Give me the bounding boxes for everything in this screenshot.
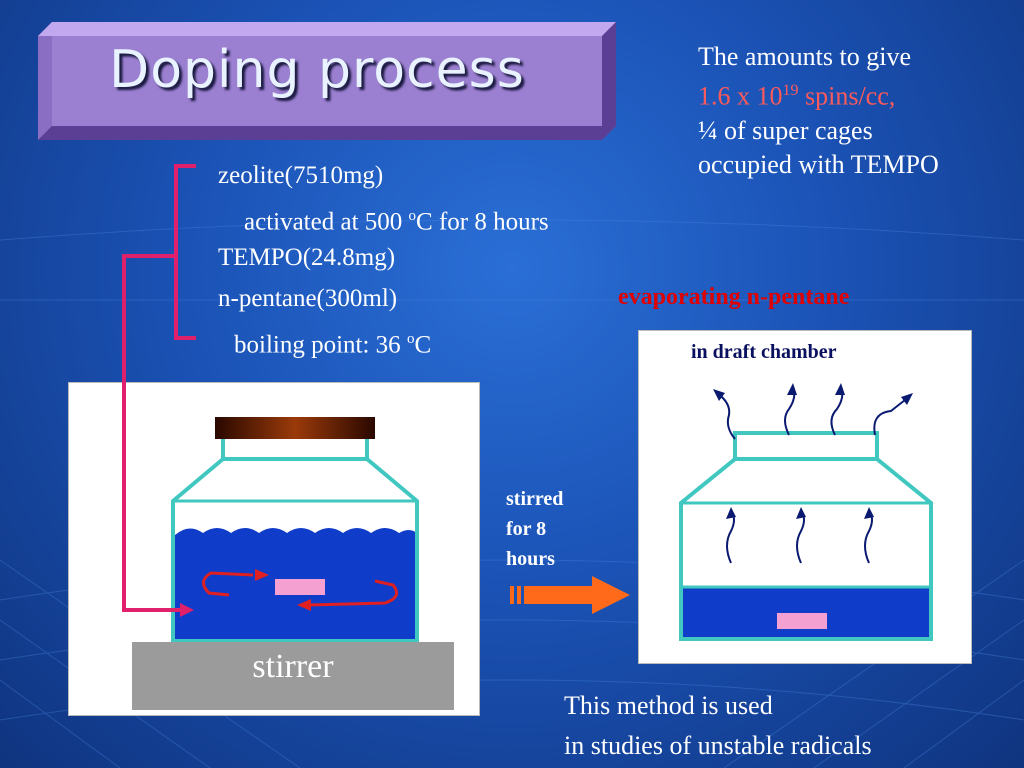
process-arrow [510,576,630,614]
stirrer-base: stirrer [132,642,454,710]
info-line-3: ¼ of super cages [698,115,873,145]
evaporating-label: evaporating n-pentane [618,284,850,310]
info-line-1: The amounts to give [698,42,912,71]
stirrer-label: stirrer [252,648,334,685]
title-box-shape [38,22,616,140]
info-line-4: occupied with TEMPO [698,149,939,179]
ingredient-pentane: n-pentane(300ml) [218,285,398,312]
title-box: Doping process [38,22,616,140]
draft-chamber-panel: in draft chamber [638,330,972,664]
ingredient-activation: activated at 500 oC for 8 hours [244,208,549,236]
ingredients-list: zeolite(7510mg) activated at 500 oC for … [218,155,549,360]
stirred-label: stirred for 8 hours [506,484,563,574]
note-line-1: This method is used [564,691,773,720]
stirred-line-3: hours [506,548,555,570]
page-title: Doping process [109,40,525,100]
info-line-2: 1.6 x 1019 spins/cc, [698,81,896,111]
circulation-arrow-right [308,579,399,607]
circulation-arrow-left [202,571,254,597]
stirred-line-1: stirred [506,488,564,510]
ingredient-tempo: TEMPO(24.8mg) [218,244,396,271]
stir-bar [275,579,325,595]
vapor-arrows-inside [726,510,873,564]
draft-chamber-label: in draft chamber [691,341,837,363]
stirring-jar-diagram [171,417,419,643]
spin-amount-info: The amounts to give 1.6 x 1019 spins/cc,… [698,40,939,182]
jar-outline [171,439,419,643]
ingredient-boiling-point: boiling point: 36 oC [234,331,432,359]
jar-lid [215,417,375,439]
stirred-line-2: for 8 [506,518,547,540]
note-line-2: in studies of unstable radicals [564,731,872,760]
ingredient-zeolite: zeolite(7510mg) [218,162,384,189]
evaporation-jar-outline [679,431,933,641]
sample-bar [777,613,827,629]
method-note: This method is used in studies of unstab… [564,686,872,766]
evaporation-jar-diagram [679,383,933,641]
